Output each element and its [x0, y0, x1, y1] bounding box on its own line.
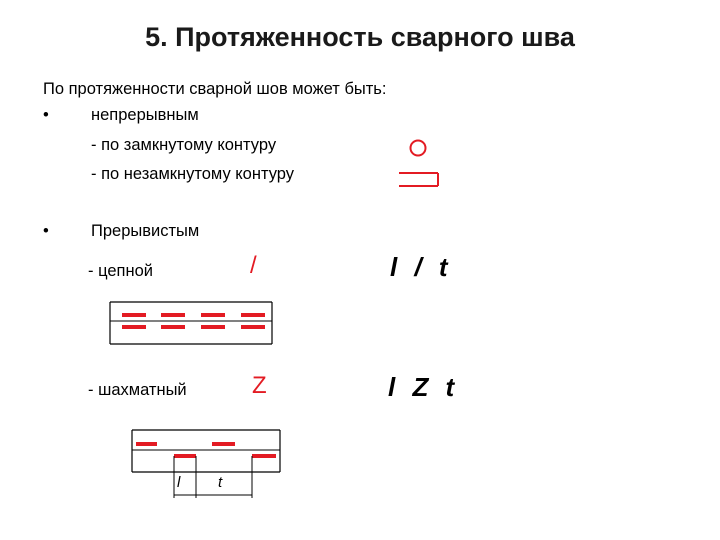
chain-weld-formula: l / t	[390, 252, 453, 282]
open-contour-item: - по незамкнутому контуру	[91, 165, 295, 183]
chain-weld-item: - цепной	[88, 262, 153, 280]
intro-text: По протяженности сварной шов может быть:	[43, 80, 387, 98]
closed-contour-icon	[409, 139, 427, 157]
staggered-weld-formula: l Z t	[388, 372, 460, 402]
staggered-weld-item: - шахматный	[88, 381, 187, 399]
open-contour-icon	[399, 172, 439, 187]
bullet-continuous-label: непрерывным	[91, 106, 199, 124]
staggered-weld-mark: Z	[252, 372, 267, 399]
staggered-weld-diagram	[131, 429, 281, 498]
segment-pitch-label: t	[218, 474, 223, 491]
bullet-marker-intermittent: •	[43, 222, 49, 240]
closed-contour-item: - по замкнутому контуру	[91, 136, 277, 154]
segment-length-label: l	[177, 474, 181, 491]
chain-weld-mark: /	[250, 252, 257, 279]
chain-weld-diagram	[109, 301, 273, 345]
slide-title: 5. Протяженность сварного шва	[145, 22, 575, 52]
bullet-intermittent-label: Прерывистым	[91, 222, 200, 240]
bullet-marker-continuous: •	[43, 106, 49, 124]
